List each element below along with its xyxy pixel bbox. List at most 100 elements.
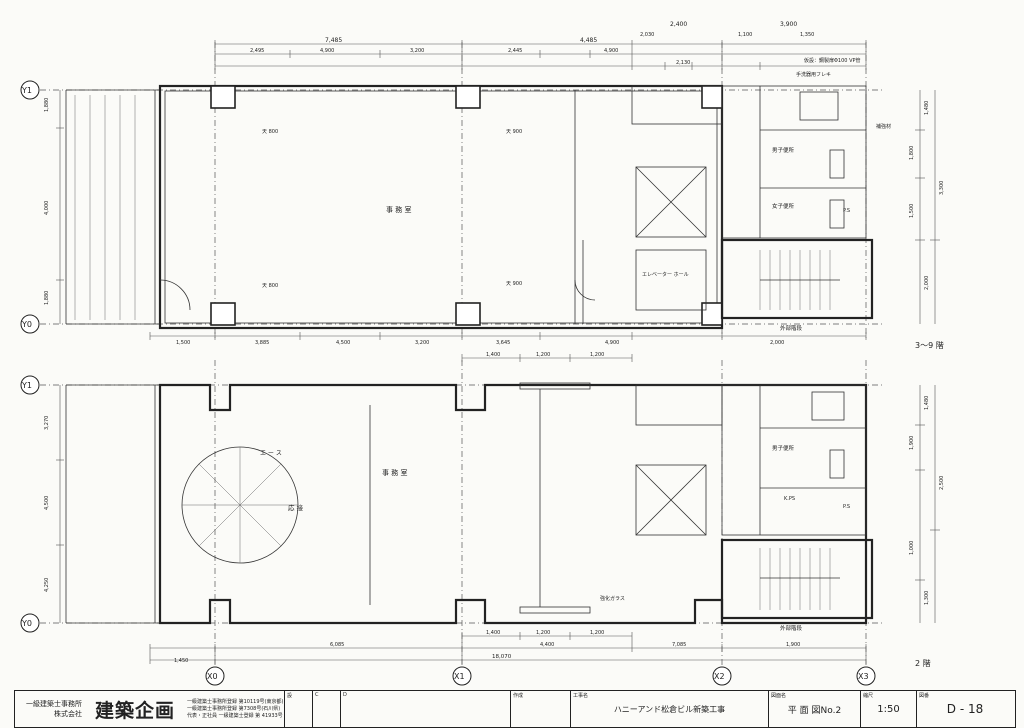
upper-dim-left-1: 1,880	[44, 98, 50, 112]
lower-dim-top-2: 1,200	[536, 352, 550, 358]
grid-bubble-y1-lower: Y1	[21, 381, 32, 390]
upper-floor-label: 3～9 階	[915, 340, 944, 350]
lower-dim-right-5: 1,300	[924, 591, 930, 605]
upper-note-3: 補強材	[876, 123, 891, 130]
grid-bubble-y0-lower: Y0	[21, 619, 32, 628]
check-col-b-label: C	[315, 692, 319, 698]
upper-note-1: 仮設：鋼製扉Φ100 VP管	[804, 57, 861, 64]
upper-dim-bottom-6: 4,900	[605, 340, 619, 346]
project-name: ハニーアンド松倉ビル新築工事	[613, 704, 726, 714]
lower-dim-right-4: 1,000	[909, 541, 915, 555]
firm-prefix: 一級建築士事務所 株式会社	[15, 691, 85, 727]
upper-dim-right-1: 1,480	[924, 101, 930, 115]
upper-dim-bottom-3: 4,500	[336, 340, 350, 346]
lower-dim-bottom-2: 1,200	[536, 630, 550, 636]
lower-stair-label: 外部階段	[780, 624, 803, 632]
upper-dim-bottom-1: 1,500	[176, 340, 190, 346]
upper-note-2: 手洗器用フレキ	[796, 71, 831, 78]
lower-men-wc-label: 男子便所	[772, 444, 795, 452]
check-col-a: 設	[285, 691, 313, 727]
lower-dim-right-3: 2,500	[939, 476, 945, 490]
upper-dim-right-4: 1,500	[909, 204, 915, 218]
lower-floor-label: 2 階	[915, 658, 931, 668]
drawing-number-label: 図番	[919, 693, 930, 699]
upper-dim-sub-1: 2,495	[250, 48, 264, 54]
upper-dim-bottom-7: 2,000	[770, 340, 784, 346]
lower-dim-bottom-6: 7,085	[672, 642, 686, 648]
title-block: 一級建築士事務所 株式会社 建築企画 一級建築士事務所登録 第10119号(東京…	[14, 690, 1016, 728]
lower-dim-total: 18,070	[492, 654, 512, 660]
lower-kps-label: K.PS	[784, 496, 795, 502]
lower-dim-top-1: 1,400	[486, 352, 500, 358]
lower-dim-bottom-4: 6,085	[330, 642, 344, 648]
check-col-a-label: 設	[287, 693, 293, 699]
upper-dim-sub-7: 1,100	[738, 32, 752, 38]
lower-dim-right-1: 1,480	[924, 396, 930, 410]
lower-glass-label: 強化ガラス	[600, 595, 625, 602]
upper-finish-note-1: 天 800	[262, 129, 278, 135]
project-cell: 工事名 ハニーアンド松倉ビル新築工事	[571, 691, 769, 727]
firm-line-2: 株式会社	[54, 710, 82, 718]
drawing-number: D - 18	[946, 702, 984, 716]
upper-dim-bottom-4: 3,200	[415, 340, 429, 346]
upper-dim-sub-3: 3,200	[410, 48, 424, 54]
project-label: 工事名	[573, 693, 589, 699]
firm-registration: 一級建築士事務所登録 第10119号(東京都) 一級建築士事務所登録 第7308…	[185, 691, 285, 727]
lower-dim-top-3: 1,200	[590, 352, 604, 358]
grid-bubble-x1: X1	[454, 672, 465, 681]
floor-plan-drawing: 7,485 4,485 2,400 3,900 2,495 4,900 3,20…	[20, 21, 945, 686]
firm-line-1: 一級建築士事務所	[26, 700, 82, 708]
upper-dim-bottom-5: 3,645	[496, 340, 510, 346]
scale-cell: 縮尺 1:50	[861, 691, 917, 727]
firm-reg-3: 代表・正社員 一級建築士登録 第 41933号	[187, 712, 283, 719]
upper-ps-label: P.S	[843, 208, 850, 214]
lower-dim-bottom-1: 1,400	[486, 630, 500, 636]
check-col-b: C	[313, 691, 341, 727]
grid-bubble-y0-upper: Y0	[21, 320, 32, 329]
upper-dim-sub-8: 2,130	[676, 60, 690, 66]
author-label: 作成	[513, 693, 524, 699]
scale-value: 1:50	[877, 703, 900, 715]
upper-dim-sub-2: 4,900	[320, 48, 334, 54]
lower-lounge-label: 応 接	[288, 503, 304, 512]
check-col-c: D	[341, 691, 511, 727]
check-col-c-label: D	[343, 692, 347, 698]
upper-dim-top-3: 2,400	[670, 21, 687, 28]
drawing-name-label: 図面名	[771, 693, 787, 699]
upper-dim-bottom-2: 3,885	[255, 340, 269, 346]
firm-reg-2: 一級建築士事務所登録 第7308号(石川県)	[187, 705, 281, 712]
firm-name: 建築企画	[94, 699, 175, 722]
upper-dim-right-3: 3,300	[939, 181, 945, 195]
grid-bubble-x3: X3	[858, 672, 869, 681]
lower-entrance-label: エ ー ス	[260, 450, 282, 457]
upper-dim-left-2: 4,000	[44, 201, 50, 215]
grid-bubbles: Y1 Y0 Y1 Y0 X0 X1 X2 X3	[20, 80, 876, 686]
scale-label: 縮尺	[863, 693, 874, 699]
upper-men-wc-label: 男子便所	[772, 146, 795, 154]
lower-dim-left-3: 4,250	[44, 578, 50, 592]
upper-finish-note-2: 天 900	[506, 129, 522, 135]
grid-bubble-x2: X2	[714, 672, 725, 681]
upper-dim-top-1: 7,485	[325, 37, 342, 44]
author-cell: 作成	[511, 691, 571, 727]
lower-plan: 1,400 1,200 1,200 3,270 4,500 4,250 1,48…	[40, 352, 945, 668]
lower-dim-right-2: 1,900	[909, 436, 915, 450]
upper-dim-top-4: 3,900	[780, 21, 797, 28]
lower-ps-label: P.S	[843, 504, 850, 510]
upper-stair-label: 外部階段	[780, 324, 803, 332]
grid-bubble-y1-upper: Y1	[21, 86, 32, 95]
upper-dim-left-3: 1,880	[44, 291, 50, 305]
upper-plan: 7,485 4,485 2,400 3,900 2,495 4,900 3,20…	[40, 21, 945, 350]
lower-dim-left-2: 4,500	[44, 496, 50, 510]
upper-dim-sub-4: 2,445	[508, 48, 522, 54]
upper-ev-hall-label: エレベーター ホール	[642, 271, 689, 278]
lower-dim-bottom-7: 1,900	[786, 642, 800, 648]
lower-dim-bottom-3: 1,200	[590, 630, 604, 636]
firm-reg-1: 一級建築士事務所登録 第10119号(東京都)	[187, 698, 284, 705]
upper-dim-top-2: 4,485	[580, 37, 597, 44]
upper-finish-note-4: 天 900	[506, 281, 522, 287]
upper-dim-sub-9: 1,350	[800, 32, 814, 38]
upper-dim-sub-6: 2,030	[640, 32, 654, 38]
lower-dim-left-1: 3,270	[44, 416, 50, 430]
